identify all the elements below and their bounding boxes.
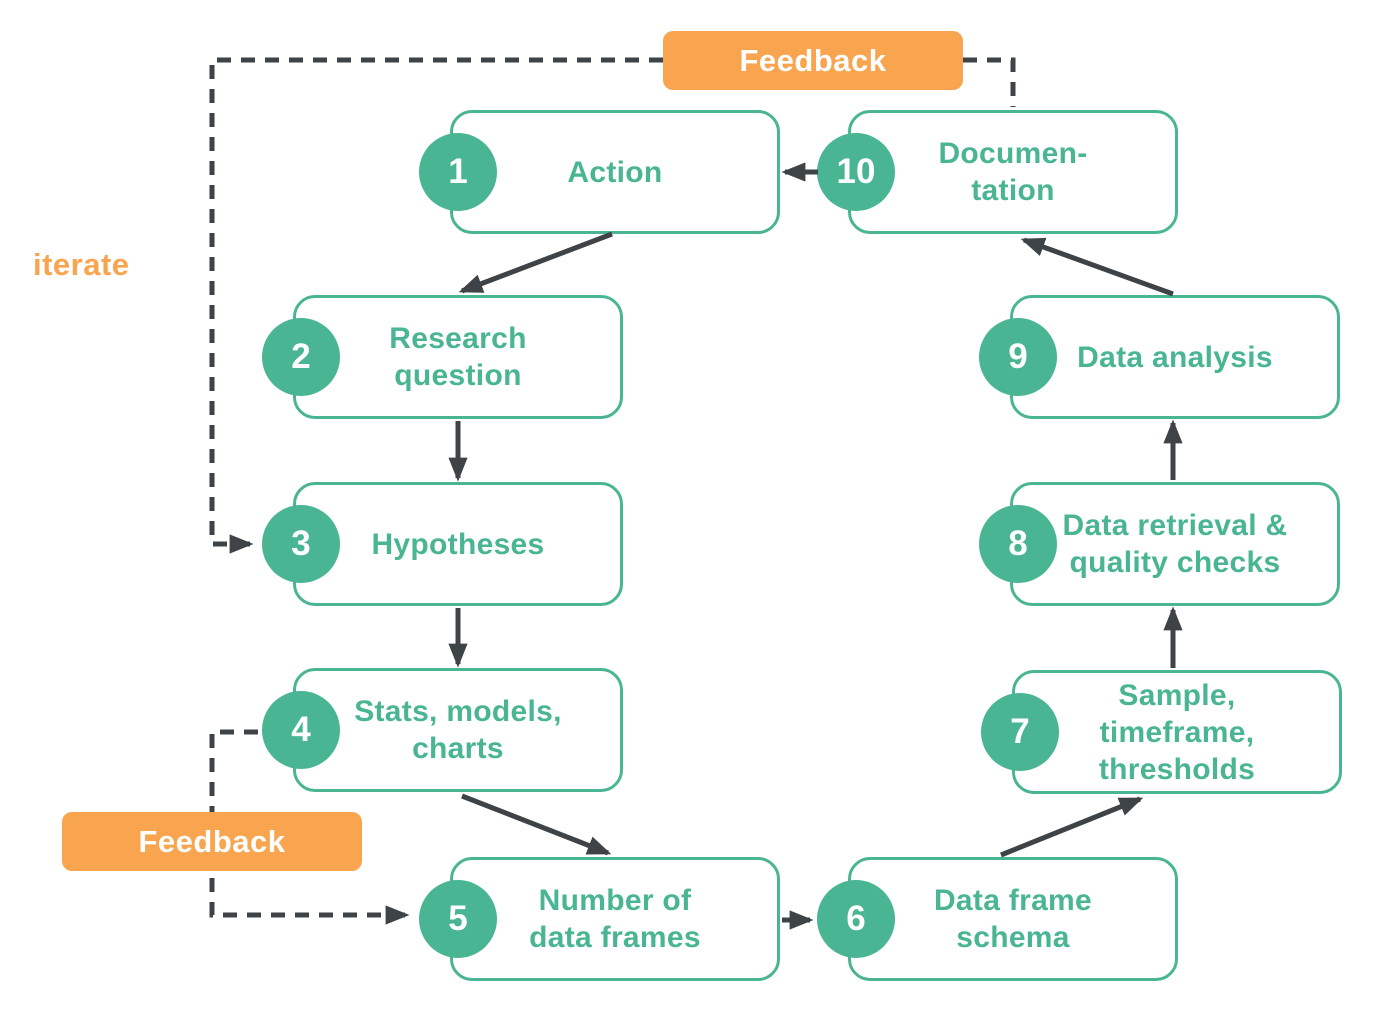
step-label-data-frame-schema: Data frame schema <box>933 884 1093 954</box>
iterate-label: iterate <box>33 247 130 282</box>
documentation-to-feedback-top-connector <box>963 57 1016 107</box>
step-label-data-analysis: Data analysis <box>1077 340 1273 374</box>
step-box-data-analysis: 9 Data analysis <box>979 295 1340 419</box>
step-label-action: Action <box>567 155 663 189</box>
step-number-badge-1: 1 <box>419 133 497 211</box>
step-box-number-of-data-frames: 5 Number of data frames <box>419 857 780 981</box>
arrow-data-analysis-to-documentation <box>1020 237 1174 297</box>
step-number-badge-7: 7 <box>981 693 1059 771</box>
step-box-research-question: 2 Research question <box>262 295 623 419</box>
step-box-stats-models-charts: 4 Stats, models, charts <box>262 668 623 792</box>
step-label-number-of-data-frames: Number of data frames <box>529 884 701 954</box>
step-number-badge-3: 3 <box>262 505 340 583</box>
arrow-data-frame-schema-to-sample-timeframe-thresholds <box>1000 796 1144 858</box>
step-label-sample-timeframe-thresholds: Sample, timeframe, thresholds <box>1098 678 1256 786</box>
step-label-research-question: Research question <box>389 322 527 392</box>
step-box-data-retrieval-quality-checks: 8 Data retrieval & quality checks <box>979 482 1340 606</box>
step-box-documentation: 10 Documen- tation <box>817 110 1178 234</box>
step-number-badge-5: 5 <box>419 880 497 958</box>
step-label-documentation: Documen- tation <box>938 137 1088 207</box>
arrow-action-to-research-question <box>458 231 613 294</box>
step-number-badge-4: 4 <box>262 691 340 769</box>
step-box-data-frame-schema: 6 Data frame schema <box>817 857 1178 981</box>
step-box-sample-timeframe-thresholds: 7 Sample, timeframe, thresholds <box>981 670 1342 794</box>
step-label-data-retrieval-quality-checks: Data retrieval & quality checks <box>1062 509 1288 579</box>
step-box-action: 1 Action <box>419 110 780 234</box>
step-number-badge-9: 9 <box>979 318 1057 396</box>
step-number-badge-8: 8 <box>979 505 1057 583</box>
step-box-hypotheses: 3 Hypotheses <box>262 482 623 606</box>
step-number-badge-6: 6 <box>817 880 895 958</box>
step-number-badge-2: 2 <box>262 318 340 396</box>
feedback-badge-top: Feedback <box>663 31 963 90</box>
step-label-stats-models-charts: Stats, models, charts <box>354 695 562 765</box>
feedback-badge-bottom: Feedback <box>62 812 362 871</box>
arrow-stats-models-charts-to-number-of-data-frames <box>461 793 612 856</box>
step-number-badge-10: 10 <box>817 133 895 211</box>
step-label-hypotheses: Hypotheses <box>371 527 545 561</box>
